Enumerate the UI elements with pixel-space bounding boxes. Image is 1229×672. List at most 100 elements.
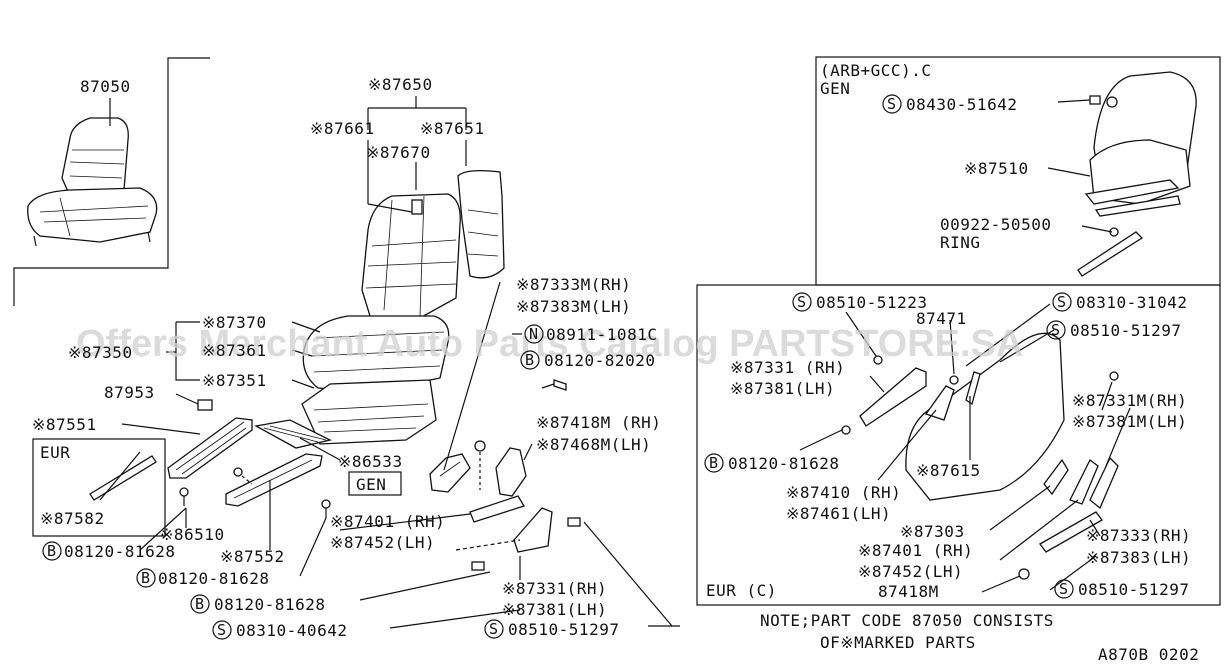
label-86533[interactable]: ※86533	[338, 452, 403, 471]
screw-prefix-e: S	[1057, 293, 1067, 311]
recliner-parts-drawing	[429, 379, 581, 571]
label-87953[interactable]: 87953	[104, 383, 155, 402]
arb-gcc-title: (ARB+GCC).C	[820, 61, 931, 80]
screw-prefix-b: S	[489, 620, 499, 638]
figure-code: A870B 0202	[1098, 645, 1199, 664]
frame-gen	[348, 471, 402, 496]
label-87650[interactable]: ※87650	[368, 75, 433, 94]
label-87468m-lh[interactable]: ※87468M(LH)	[536, 435, 651, 454]
bolt-prefix-e: B	[709, 454, 719, 472]
label-08120-81628-c: 08120-81628	[214, 595, 325, 614]
label-08120-81628-r: 08120-81628	[728, 454, 839, 473]
label-08430-51642: 08430-51642	[906, 95, 1017, 114]
label-87418m[interactable]: 87418M	[878, 582, 939, 601]
label-87333m-rh[interactable]: ※87333M(RH)	[516, 275, 631, 294]
leader-lines	[99, 96, 1131, 629]
label-87670[interactable]: ※87670	[366, 143, 431, 162]
label-87418m-rh[interactable]: ※87418M (RH)	[536, 413, 661, 432]
screw-08310-31042[interactable]: S 08310-31042	[1052, 292, 1187, 312]
arb-gcc-subtitle: GEN	[820, 79, 850, 98]
screw-08430-51642[interactable]: S 08430-51642	[882, 94, 1017, 114]
label-87452-lh[interactable]: ※87452(LH)	[330, 533, 435, 552]
label-87331-rh[interactable]: ※87331(RH)	[502, 579, 607, 598]
arb-gcc-seat-drawing	[1077, 71, 1197, 277]
label-87383-lh[interactable]: ※87383(LH)	[1086, 548, 1191, 567]
label-08911-1081c: 08911-1081C	[546, 325, 657, 344]
label-08310-31042: 08310-31042	[1076, 293, 1187, 312]
label-87651[interactable]: ※87651	[420, 119, 485, 138]
label-87510[interactable]: ※87510	[964, 159, 1029, 178]
label-87552[interactable]: ※87552	[220, 547, 285, 566]
label-08310-40642: 08310-40642	[236, 621, 347, 640]
label-87582[interactable]: ※87582	[40, 509, 105, 528]
screw-prefix-f: S	[1051, 321, 1061, 339]
label-08510-51297-b: 08510-51297	[1070, 321, 1181, 340]
screw-prefix-d: S	[797, 293, 807, 311]
label-87452-lh-r[interactable]: ※87452(LH)	[858, 562, 963, 581]
label-ring[interactable]: RING	[940, 233, 981, 252]
screw-prefix-c: S	[887, 95, 897, 113]
bolt-08120-81628-c[interactable]: B 08120-81628	[190, 594, 325, 614]
label-87303[interactable]: ※87303	[900, 522, 965, 541]
inset-frame-top-left	[13, 57, 210, 306]
screw-08510-51297-c[interactable]: S 08510-51297	[1054, 579, 1189, 599]
label-87331-rh-r[interactable]: ※87331 (RH)	[730, 358, 845, 377]
label-87333-rh[interactable]: ※87333(RH)	[1086, 526, 1191, 545]
eur-c-seat-drawing	[841, 332, 1119, 580]
label-87370[interactable]: ※87370	[202, 313, 267, 332]
bolt-08120-82020[interactable]: B 08120-82020	[520, 350, 655, 370]
rail-parts-drawing	[89, 399, 332, 518]
seat-cushion-drawing	[301, 315, 450, 445]
label-87351[interactable]: ※87351	[202, 371, 267, 390]
label-87331m-rh[interactable]: ※87331M(RH)	[1072, 391, 1187, 410]
label-87461-lh[interactable]: ※87461(LH)	[786, 504, 891, 523]
label-00922-50500[interactable]: 00922-50500	[940, 215, 1051, 234]
label-87361[interactable]: ※87361	[202, 341, 267, 360]
eur-left-title: EUR	[40, 443, 70, 462]
label-87551[interactable]: ※87551	[32, 415, 97, 434]
watermark-text: Offers Merchant Auto Parts Catalog PARTS…	[76, 323, 1023, 365]
nut-prefix: N	[529, 325, 539, 343]
bolt-08120-81628-a[interactable]: B 08120-81628	[42, 541, 175, 561]
bolt-prefix-a: B	[47, 542, 57, 560]
label-86510[interactable]: ※86510	[160, 525, 225, 544]
note-line-2: OF※MARKED PARTS	[820, 633, 976, 652]
seat-assembly-drawing	[27, 117, 158, 247]
screw-prefix-a: S	[217, 621, 227, 639]
label-08510-51223: 08510-51223	[816, 293, 927, 312]
label-87615[interactable]: ※87615	[916, 461, 981, 480]
label-08120-82020: 08120-82020	[544, 351, 655, 370]
label-87383m-lh[interactable]: ※87383M(LH)	[516, 297, 631, 316]
label-08120-81628-a: 08120-81628	[64, 542, 175, 561]
bolt-08120-81628-r[interactable]: B 08120-81628	[704, 453, 839, 473]
screw-prefix-g: S	[1059, 580, 1069, 598]
frame-eur-c	[696, 284, 1221, 606]
label-87410-rh[interactable]: ※87410 (RH)	[786, 483, 901, 502]
nut-08911-1081c[interactable]: N 08911-1081C	[512, 324, 657, 344]
label-87381-lh[interactable]: ※87381(LH)	[502, 600, 607, 619]
bolt-prefix-c: B	[195, 595, 205, 613]
bolt-prefix-b: B	[141, 569, 151, 587]
label-87350[interactable]: ※87350	[68, 343, 133, 362]
label-08510-51297-c: 08510-51297	[1078, 580, 1189, 599]
label-87401-rh[interactable]: ※87401 (RH)	[330, 512, 445, 531]
screw-08510-51297-a[interactable]: S 08510-51297	[484, 619, 619, 639]
screw-08510-51297-b[interactable]: S 08510-51297	[1046, 320, 1181, 340]
screw-08310-40642[interactable]: S 08310-40642	[212, 620, 347, 640]
seat-back-drawing	[361, 170, 505, 319]
screw-08510-51223[interactable]: S 08510-51223	[792, 292, 927, 312]
bolt-prefix-d: B	[525, 351, 535, 369]
label-87661[interactable]: ※87661	[310, 119, 375, 138]
eur-c-title: EUR (C)	[706, 581, 777, 600]
label-87050[interactable]: 87050	[80, 77, 131, 96]
label-87381m-lh[interactable]: ※87381M(LH)	[1072, 412, 1187, 431]
label-08120-81628-b: 08120-81628	[158, 569, 269, 588]
label-08510-51297-a: 08510-51297	[508, 620, 619, 639]
bolt-08120-81628-b[interactable]: B 08120-81628	[136, 568, 269, 588]
label-87471[interactable]: 87471	[916, 309, 967, 328]
note-line-1: NOTE;PART CODE 87050 CONSISTS	[760, 611, 1054, 630]
label-87401-rh-r[interactable]: ※87401 (RH)	[858, 541, 973, 560]
label-87381-lh-r[interactable]: ※87381(LH)	[730, 379, 835, 398]
